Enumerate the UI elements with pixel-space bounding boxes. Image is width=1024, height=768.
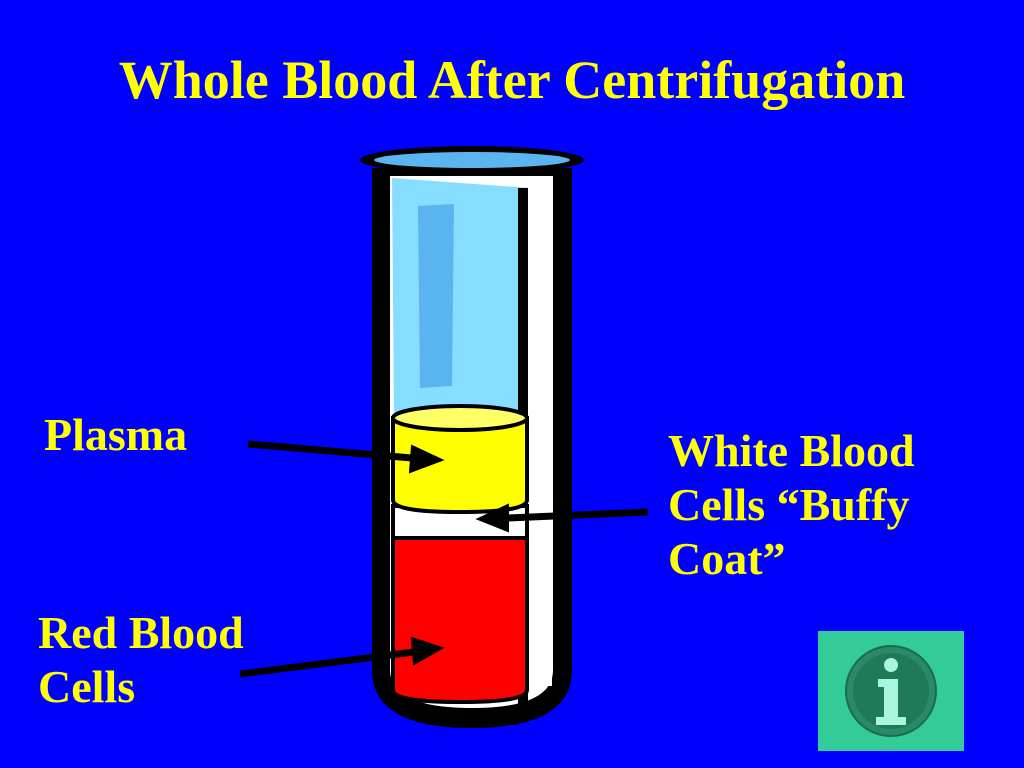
plasma-layer-top [391,404,529,432]
plasma-arrow [247,440,445,474]
wbc-label-line-1: White Blood [668,425,915,476]
plasma-layer [391,416,529,515]
plasma-label: Plasma [44,408,187,462]
tube-right-wall-gap [528,186,552,686]
slide-title: Whole Blood After Centrifugation [118,50,906,110]
plasma-label-text: Plasma [44,409,188,460]
red-blood-cells-arrow [239,636,445,678]
wbc-label-line-2: Cells “Buffy [668,479,910,530]
white-blood-cells-label: White Blood Cells “Buffy Coat” [668,424,1008,586]
tube-empty-glass [392,178,530,418]
tube-reflection [418,204,454,388]
rbc-label-line-2: Cells [38,661,136,712]
tube-rim-inner [374,152,570,168]
rbc-label-line-1: Red Blood [38,607,244,658]
info-icon [845,645,937,737]
red-blood-cells-label: Red Blood Cells [38,606,338,714]
wbc-label-line-3: Coat” [668,533,786,584]
red-blood-cells-layer [391,536,529,705]
info-button[interactable] [818,631,964,751]
buffy-coat-arrow [475,503,649,533]
